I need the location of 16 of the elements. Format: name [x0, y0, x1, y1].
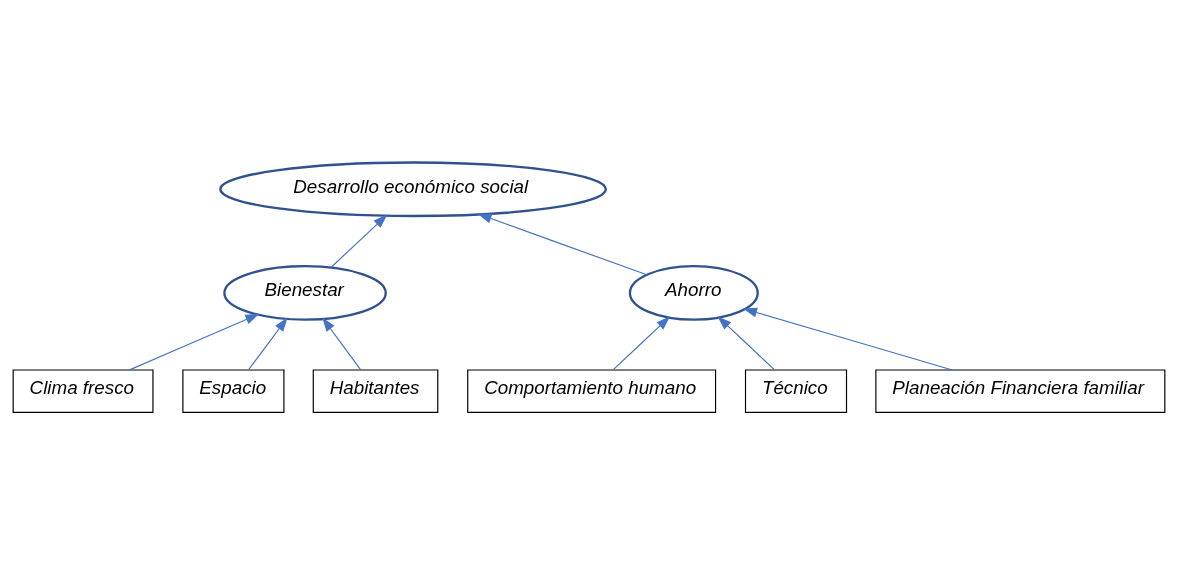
node-box: Espacio: [182, 368, 285, 413]
arrow: [330, 214, 388, 268]
arrow: [322, 316, 362, 370]
node-ellipse: Desarrollo económico social: [219, 160, 608, 217]
node-box: Técnico: [744, 368, 848, 413]
node-ellipse: Bienestar: [223, 264, 387, 321]
arrow: [612, 315, 671, 370]
node-box: Clima fresco: [12, 368, 154, 413]
arrow: [129, 313, 260, 370]
node-box: Comportamiento humano: [467, 368, 717, 413]
arrow: [717, 315, 775, 370]
node-box: Planeación Financiera familiar: [875, 368, 1166, 413]
node-box: Habitantes: [312, 368, 439, 413]
arrow: [743, 307, 953, 371]
arrow: [248, 316, 288, 370]
arrow: [477, 213, 648, 275]
